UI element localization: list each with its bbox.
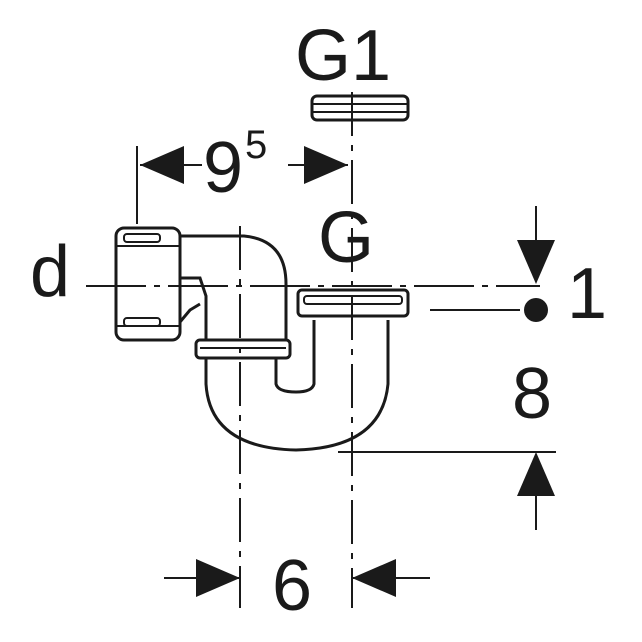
trap-bowl: [204, 320, 390, 452]
arrowhead-right: [304, 146, 348, 184]
dimension-6: [164, 559, 430, 597]
label-g1: G1: [295, 16, 391, 96]
dimension-8: [338, 451, 556, 530]
arrowhead-down: [517, 240, 555, 284]
reference-point-dot: [524, 298, 548, 322]
threaded-nut-g1: [310, 94, 410, 122]
arrowhead-up: [517, 452, 555, 496]
dim-label-1: 1: [567, 254, 607, 334]
dim-label-9-5-superscript: 5: [245, 123, 267, 167]
arrowhead-right-6: [196, 559, 240, 597]
dim-label-8: 8: [512, 354, 552, 434]
spigot-collar: [194, 338, 292, 360]
dimension-9-5: [136, 146, 348, 224]
inlet-elbow: [178, 234, 288, 340]
label-g: G: [318, 198, 374, 278]
arrowhead-left: [140, 146, 184, 184]
label-d: d: [30, 232, 70, 312]
arrowhead-left-6: [352, 559, 396, 597]
union-nut-d: [114, 226, 182, 342]
outlet-nut-g: [296, 288, 410, 318]
dimension-1: [430, 206, 555, 322]
dim-label-6: 6: [272, 546, 312, 626]
dim-label-9-5-base: 9: [203, 128, 243, 208]
